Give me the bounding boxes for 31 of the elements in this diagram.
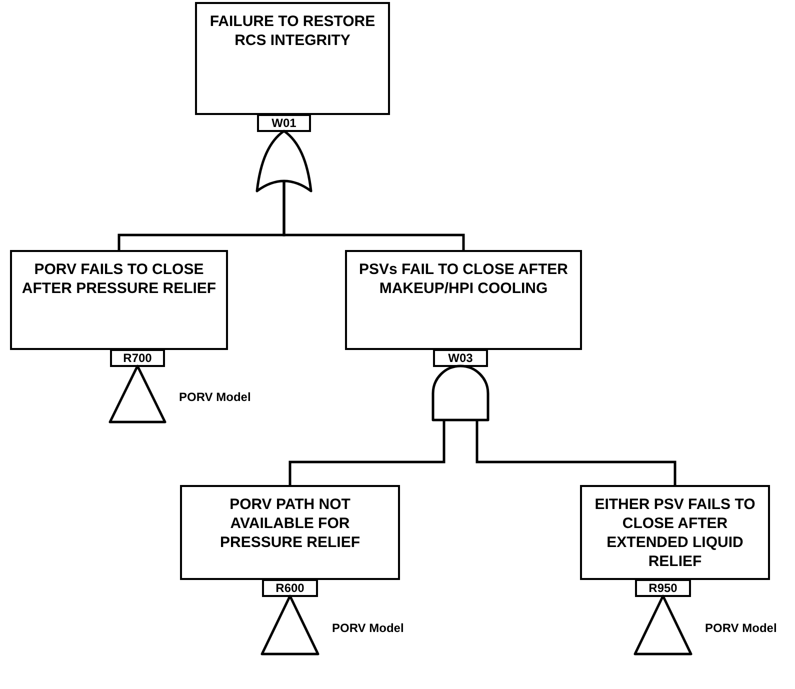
tag-label: W03 (448, 352, 473, 364)
gate-tag (110, 349, 165, 367)
gate-tag (635, 579, 691, 597)
and-gate-symbol (433, 366, 488, 420)
transfer-triangle (110, 366, 165, 422)
transfer-label: PORV Model (179, 390, 251, 404)
connector-line (282, 181, 465, 250)
tag-label: W01 (272, 116, 296, 130)
event-text: PORV PATH NOT AVAILABLE FOR PRESSURE RELIEF (218, 495, 362, 552)
event-text: EITHER PSV FAILS TO CLOSE AFTER EXTENDED LIQUID RELIEF (594, 495, 756, 571)
connector-line (288, 420, 446, 485)
tag-label: R700 (123, 352, 152, 364)
event-box (345, 250, 582, 350)
event-text: FAILURE TO RESTORE RCS INTEGRITY (208, 12, 376, 50)
tag-label: R600 (276, 582, 304, 594)
event-box (580, 485, 770, 580)
transfer-triangle (262, 596, 318, 654)
connector-line (476, 420, 676, 485)
gate-tag (262, 579, 318, 597)
gate-tag (257, 114, 311, 132)
event-text: PSVs FAIL TO CLOSE AFTER MAKEUP/HPI COOLING (358, 260, 569, 298)
gate-tag (433, 349, 488, 367)
event-box (180, 485, 400, 580)
transfer-triangle (635, 596, 691, 654)
tag-label: R950 (648, 582, 678, 594)
event-text: PORV FAILS TO CLOSE AFTER PRESSURE RELIEF (20, 260, 218, 298)
event-box (10, 250, 228, 350)
transfer-label: PORV Model (332, 621, 404, 635)
or-gate-symbol (257, 131, 311, 191)
event-box (195, 2, 390, 115)
transfer-label: PORV Model (705, 621, 777, 635)
